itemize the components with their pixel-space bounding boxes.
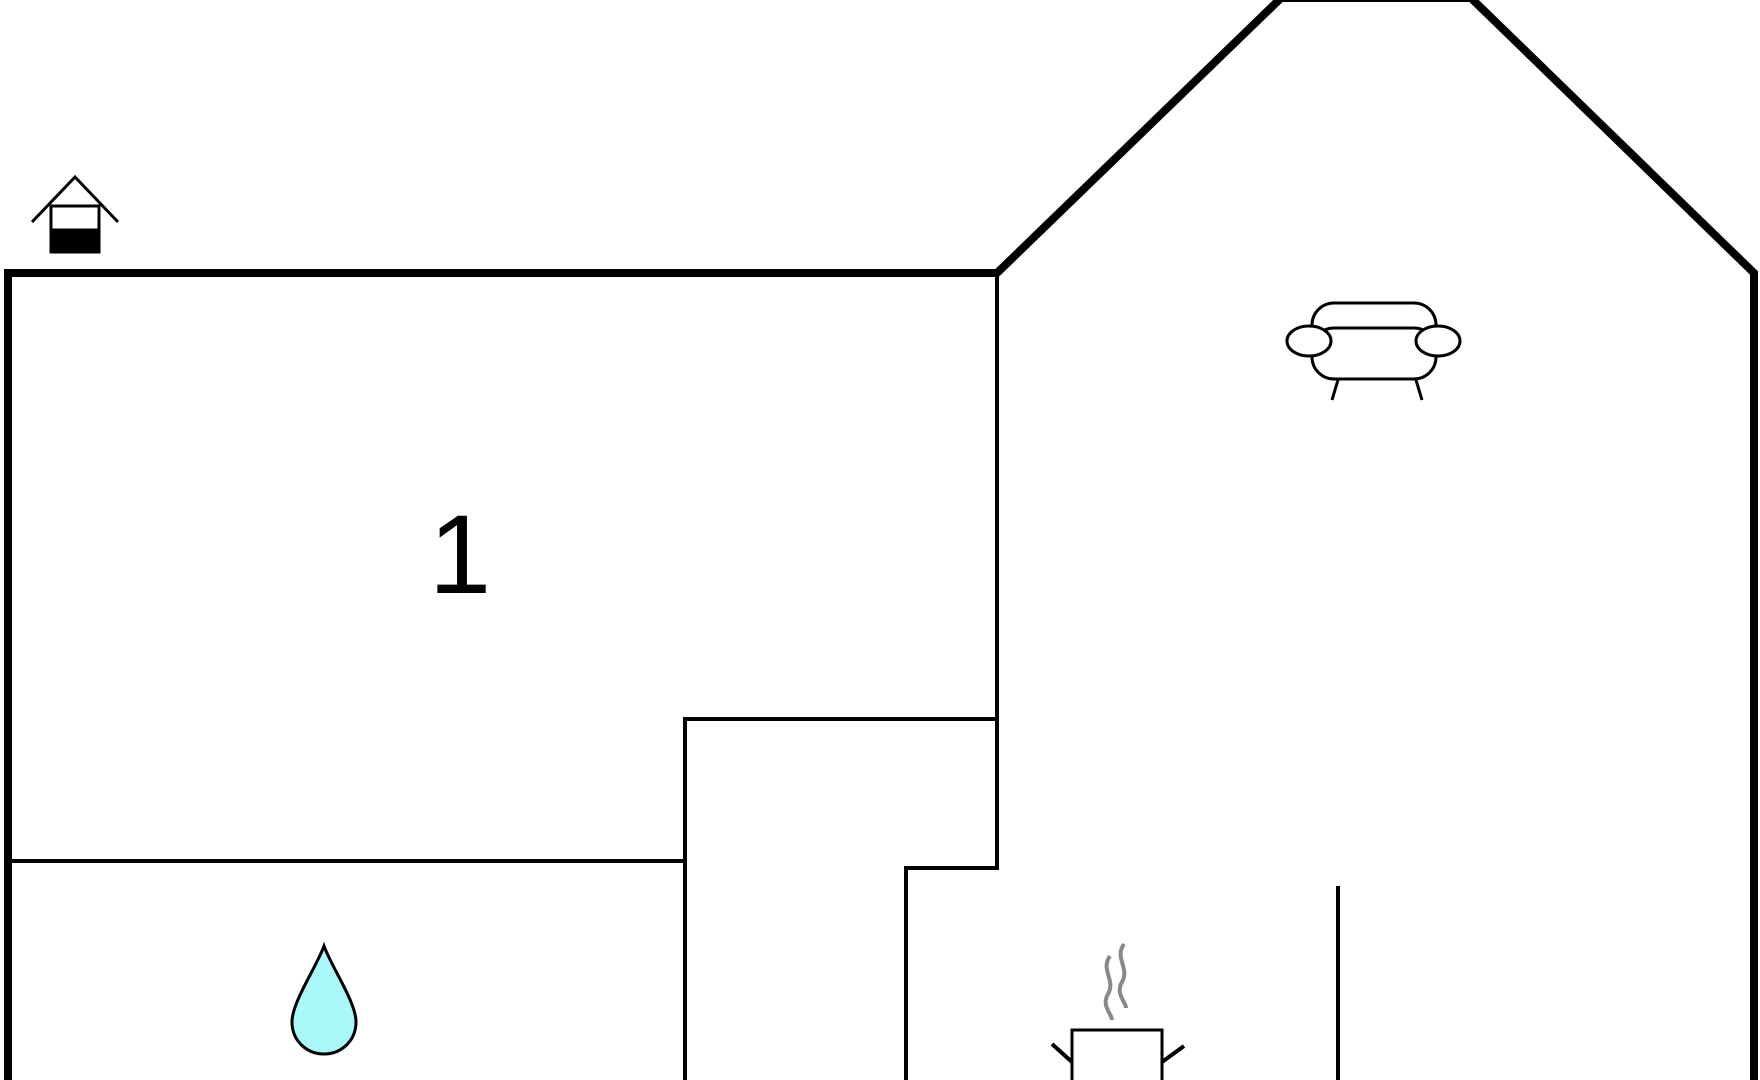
room-number-label: 1 [429,492,491,617]
water-drop-icon [290,941,358,1056]
exterior-walls [4,0,1758,1080]
wall-hallway [683,717,997,1080]
interior-walls [8,273,1340,1080]
exterior-wall [4,0,1758,1080]
house-level-icon [30,174,120,254]
cooking-pot-icon [1050,942,1186,1080]
sofa-icon [1285,301,1462,401]
wall-kitchen-notch [904,866,997,1080]
